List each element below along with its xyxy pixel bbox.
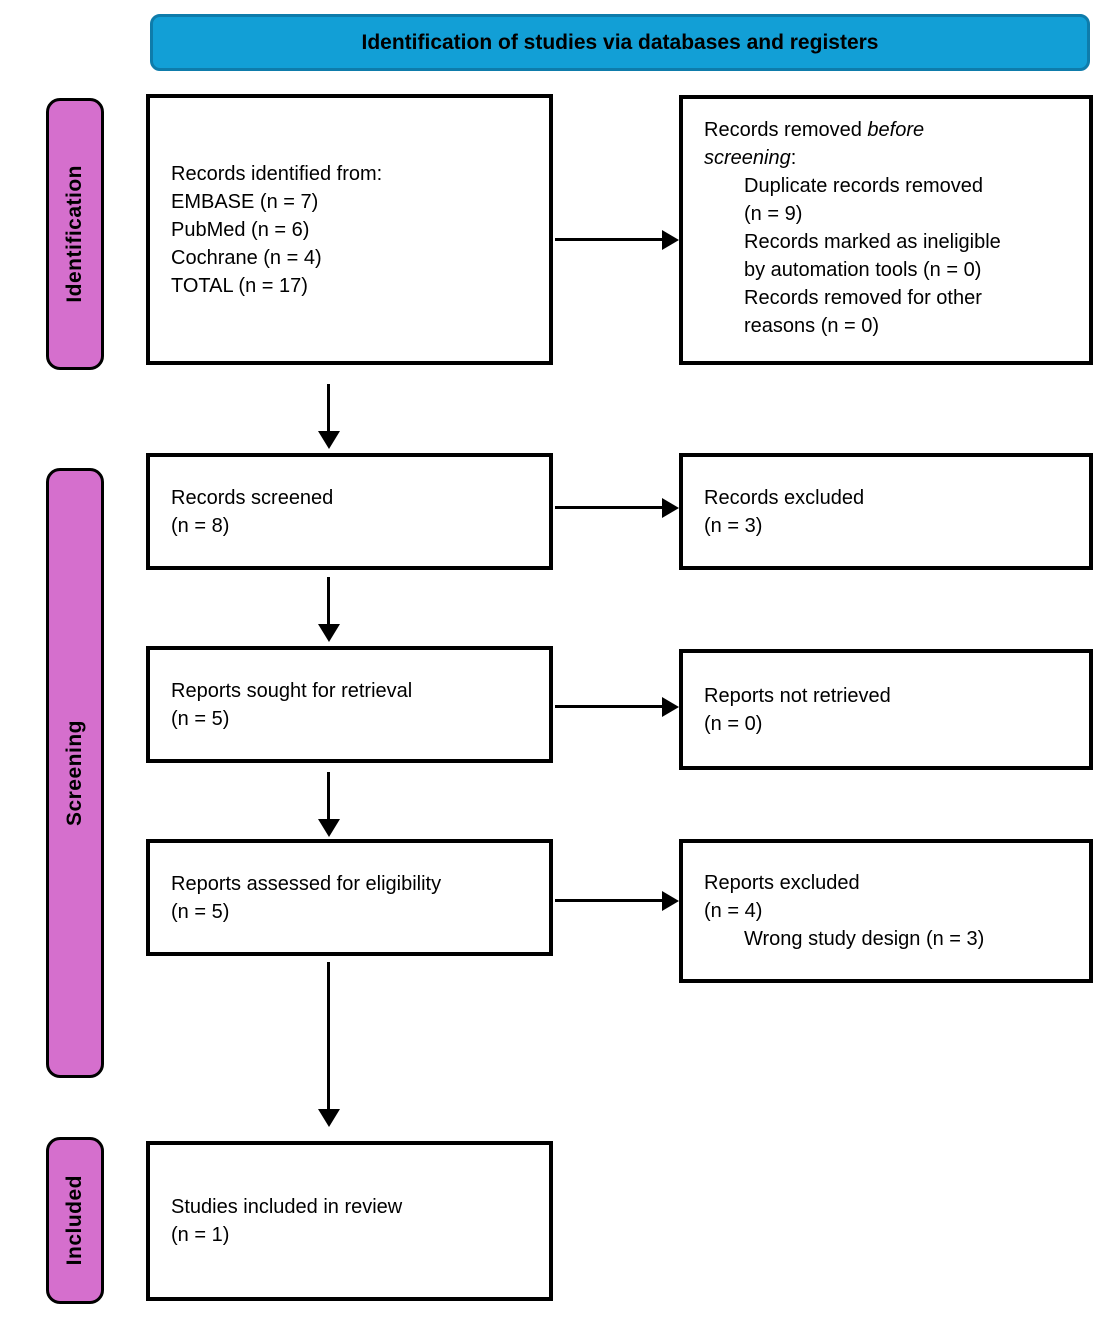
records-removed-item-line: (n = 9) xyxy=(744,203,803,225)
arrow-screened-to-excluded xyxy=(555,506,663,509)
stage-label-screening: Screening xyxy=(46,468,104,1078)
records-removed-item-line: Records marked as ineligible xyxy=(744,231,1001,253)
stage-label-screening-text: Screening xyxy=(63,719,86,827)
studies-included-line: (n = 1) xyxy=(171,1224,230,1246)
stage-label-identification-text: Identification xyxy=(63,165,86,303)
arrow-assessed-to-excluded xyxy=(555,899,663,902)
header-banner: Identification of studies via databases … xyxy=(150,14,1090,71)
reports-excluded-line: Reports excluded xyxy=(704,872,860,894)
box-studies-included: Studies included in review (n = 1) xyxy=(146,1141,553,1301)
records-removed-item-line: by automation tools (n = 0) xyxy=(744,259,982,281)
reports-not-retrieved-line: (n = 0) xyxy=(704,712,763,735)
records-removed-item-line: Duplicate records removed xyxy=(744,175,983,197)
header-title: Identification of studies via databases … xyxy=(361,30,879,54)
arrow-identified-to-screened xyxy=(327,384,330,432)
records-removed-item-line: Records removed for other xyxy=(744,287,982,309)
box-records-removed: Records removed before screening: Duplic… xyxy=(679,95,1093,365)
records-removed-title-line1: Records removed before xyxy=(704,116,1075,144)
arrow-sought-to-not-retrieved xyxy=(555,705,663,708)
box-reports-not-retrieved: Reports not retrieved (n = 0) xyxy=(679,649,1093,770)
records-identified-line: Records identified from: xyxy=(171,162,383,185)
reports-sought-line: Reports sought for retrieval xyxy=(171,679,413,702)
records-identified-line: PubMed (n = 6) xyxy=(171,218,310,241)
reports-excluded-reason: Wrong study design (n = 3) xyxy=(744,928,985,950)
records-removed-title-line2: screening: xyxy=(704,144,1075,172)
stage-label-included-text: Included xyxy=(63,1175,86,1266)
records-removed-title-suffix: : xyxy=(790,147,797,169)
box-reports-sought: Reports sought for retrieval (n = 5) xyxy=(146,646,553,763)
arrow-assessed-to-included xyxy=(327,962,330,1110)
reports-sought-line: (n = 5) xyxy=(171,707,230,730)
arrow-screened-to-sought xyxy=(327,577,330,625)
records-screened-line: (n = 8) xyxy=(171,514,230,537)
reports-assessed-line: Reports assessed for eligibility xyxy=(171,872,442,895)
studies-included-line: Studies included in review xyxy=(171,1196,403,1218)
stage-label-identification: Identification xyxy=(46,98,104,370)
box-reports-excluded: Reports excluded (n = 4) Wrong study des… xyxy=(679,839,1093,983)
box-records-identified: Records identified from: EMBASE (n = 7) … xyxy=(146,94,553,365)
records-removed-title-pre: Records removed xyxy=(704,119,868,141)
records-identified-line: Cochrane (n = 4) xyxy=(171,246,322,269)
records-identified-line: EMBASE (n = 7) xyxy=(171,190,319,213)
box-records-screened: Records screened (n = 8) xyxy=(146,453,553,570)
arrow-sought-to-assessed xyxy=(327,772,330,820)
records-screened-line: Records screened xyxy=(171,486,334,509)
records-excluded-line: Records excluded xyxy=(704,486,865,509)
reports-excluded-line: (n = 4) xyxy=(704,900,763,922)
reports-assessed-line: (n = 5) xyxy=(171,900,230,923)
records-identified-line: TOTAL (n = 17) xyxy=(171,274,308,297)
records-excluded-line: (n = 3) xyxy=(704,514,763,537)
reports-not-retrieved-line: Reports not retrieved xyxy=(704,684,891,707)
stage-label-included: Included xyxy=(46,1137,104,1304)
box-reports-assessed: Reports assessed for eligibility (n = 5) xyxy=(146,839,553,956)
records-removed-title-italic1: before xyxy=(867,119,925,141)
box-records-excluded: Records excluded (n = 3) xyxy=(679,453,1093,570)
records-removed-item-line: reasons (n = 0) xyxy=(744,315,880,337)
arrow-identified-to-removed xyxy=(555,238,663,241)
records-removed-title-italic2: screening xyxy=(704,147,791,169)
